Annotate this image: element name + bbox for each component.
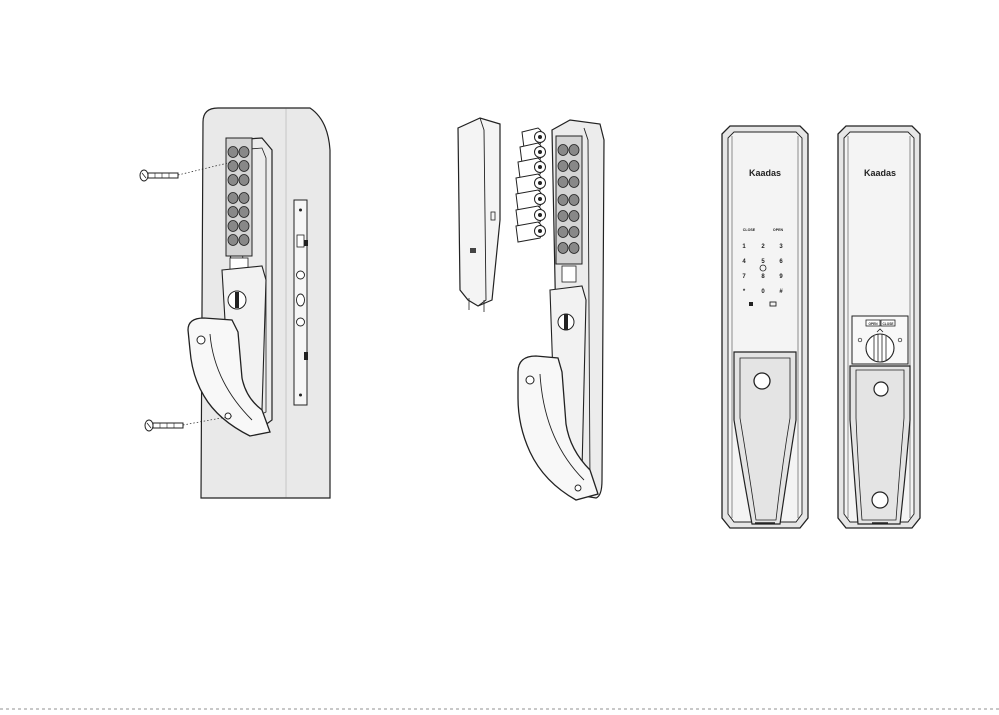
thumb-turn-knob <box>228 291 246 309</box>
keypad-close-label: CLOSE <box>743 228 756 232</box>
doorbell-key[interactable] <box>749 302 753 306</box>
back-panel: Kaadas OPEN CLOSE <box>838 126 920 528</box>
step-mount-on-door <box>140 108 330 498</box>
battery-compartment <box>226 138 252 276</box>
fingerprint-sensor[interactable] <box>754 373 770 389</box>
keypad-open-label: OPEN <box>773 228 784 232</box>
mechanical-key-cover[interactable] <box>872 492 888 508</box>
knob-label-right: CLOSE <box>883 322 894 326</box>
back-brand-logo: Kaadas <box>864 168 896 178</box>
mortise-strike-plate <box>294 200 308 405</box>
battery-slots <box>556 136 582 282</box>
knob-label-left: OPEN <box>868 322 878 326</box>
front-brand-logo: Kaadas <box>749 168 781 178</box>
batteries <box>516 128 546 242</box>
front-panel: Kaadas CLOSE OPEN 1 2 3 4 5 6 7 8 9 * 0 … <box>722 126 808 528</box>
thumb-turn-knob-2 <box>558 314 574 330</box>
handle-screw-cover <box>874 382 888 396</box>
step-battery-install <box>458 118 604 500</box>
